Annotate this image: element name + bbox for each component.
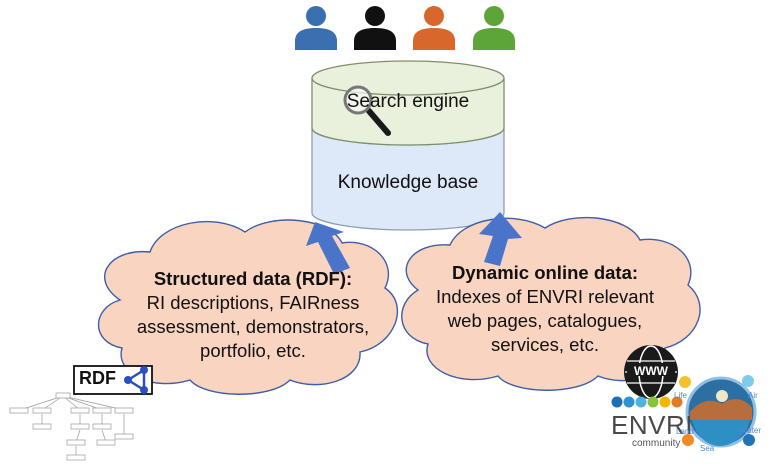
user-icon	[413, 6, 455, 50]
cloud-right-text: Dynamic online data: Indexes of ENVRI re…	[410, 262, 680, 356]
envri-photo-circle	[685, 376, 757, 448]
rdf-graph-thumbnail	[9, 392, 134, 461]
cloud-right-shape	[401, 216, 701, 391]
arrow-left-up	[306, 222, 350, 274]
domain-label-water: Water	[740, 426, 762, 435]
rdf-graph-icon	[124, 366, 148, 394]
envri-dot	[659, 396, 671, 408]
envri-color-dots	[611, 396, 683, 408]
globe-icon	[624, 345, 678, 399]
envri-dot	[611, 396, 623, 408]
arrow-right-up	[479, 212, 522, 266]
cloud-left-title: Structured data (RDF):	[153, 268, 353, 289]
domain-label-land: Land	[676, 427, 694, 436]
rdf-logo-text: RDF	[79, 368, 116, 388]
user-icon	[473, 6, 515, 50]
envri-subtitle: community	[632, 438, 681, 449]
users-group	[295, 6, 515, 50]
cloud-left-line: assessment, demonstrators,	[136, 316, 370, 337]
cloud-right-line: Indexes of ENVRI relevant	[436, 286, 654, 307]
rdf-logo	[73, 365, 153, 395]
cloud-right-title: Dynamic online data:	[451, 262, 639, 283]
www-label: WWW	[634, 364, 668, 378]
envri-name: ENVRI	[611, 410, 693, 440]
cloud-left-line: RI descriptions, FAIRness	[146, 292, 360, 313]
domain-label-life: Life	[674, 391, 687, 400]
cloud-right-line: web pages, catalogues,	[447, 310, 643, 331]
cloud-right-line: services, etc.	[491, 334, 599, 355]
user-icon	[295, 6, 337, 50]
user-icon	[354, 6, 396, 50]
envri-dot	[671, 396, 683, 408]
knowledge-base-label: Knowledge base	[337, 172, 479, 193]
cloud-left-text: Structured data (RDF): RI descriptions, …	[118, 268, 388, 362]
domain-label-air: Air	[748, 391, 758, 400]
envri-dot	[635, 396, 647, 408]
magnifier-icon	[343, 85, 391, 136]
cloud-left-line: portfolio, etc.	[200, 340, 306, 361]
domain-label-sea: Sea	[700, 444, 715, 453]
envri-dot	[647, 396, 659, 408]
envri-dot	[623, 396, 635, 408]
search-engine-top	[311, 60, 505, 96]
envri-logo	[611, 345, 757, 448]
search-engine-label: Search engine	[346, 91, 470, 112]
